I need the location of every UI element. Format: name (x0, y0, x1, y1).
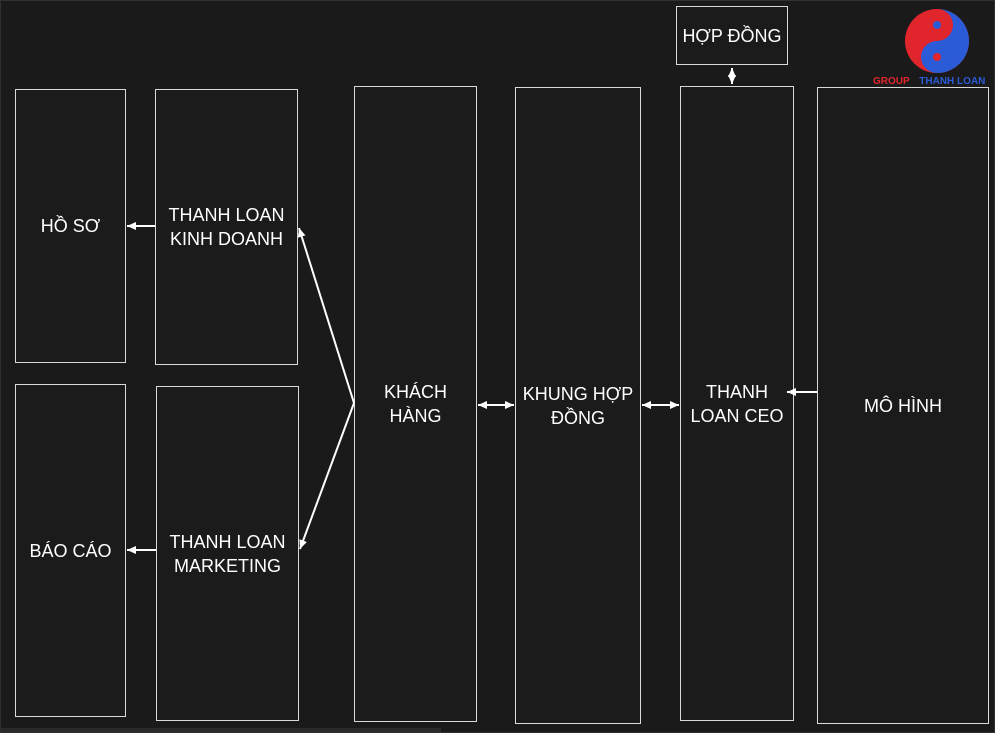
node-bao-cao-label: BÁO CÁO (29, 540, 112, 561)
group-logo: GROUP THANH LOAN (869, 7, 991, 91)
node-thanh-loan-ceo-label: THANH LOAN CEO (690, 381, 784, 426)
node-hop-dong-label: HỢP ĐỒNG (682, 25, 782, 46)
node-khach-hang: KHÁCH HÀNG (354, 86, 477, 722)
node-thanh-loan-ceo: THANH LOAN CEO (680, 86, 794, 721)
logo-name-text: THANH LOAN (919, 76, 986, 87)
node-thanh-loan-marketing: THANH LOAN MARKETING (156, 386, 299, 721)
logo-caption: GROUP THANH LOAN (869, 76, 991, 88)
node-khung-hop-dong-label: KHUNG HỢP ĐỒNG (522, 383, 634, 428)
bottom-strip (1, 728, 441, 732)
node-mo-hinh-label: MÔ HÌNH (864, 395, 942, 416)
node-bao-cao: BÁO CÁO (15, 384, 126, 717)
node-khach-hang-label: KHÁCH HÀNG (383, 382, 447, 426)
node-thanh-loan-kinh-doanh-label: THANH LOAN KINH DOANH (168, 205, 285, 249)
node-thanh-loan-kinh-doanh: THANH LOAN KINH DOANH (155, 89, 298, 365)
node-hop-dong: HỢP ĐỒNG (676, 6, 788, 65)
node-mo-hinh: MÔ HÌNH (817, 87, 989, 724)
yin-yang-icon (905, 9, 969, 73)
arrow-khach-hang-to-kinh-doanh (297, 227, 355, 404)
node-ho-so: HỒ SƠ (15, 89, 126, 363)
node-thanh-loan-marketing-label: THANH LOAN MARKETING (169, 531, 286, 576)
logo-group-text: GROUP (873, 76, 910, 87)
node-ho-so-label: HỒ SƠ (40, 216, 101, 236)
node-khung-hop-dong: KHUNG HỢP ĐỒNG (515, 87, 641, 724)
arrow-khach-hang-to-marketing (299, 402, 355, 550)
